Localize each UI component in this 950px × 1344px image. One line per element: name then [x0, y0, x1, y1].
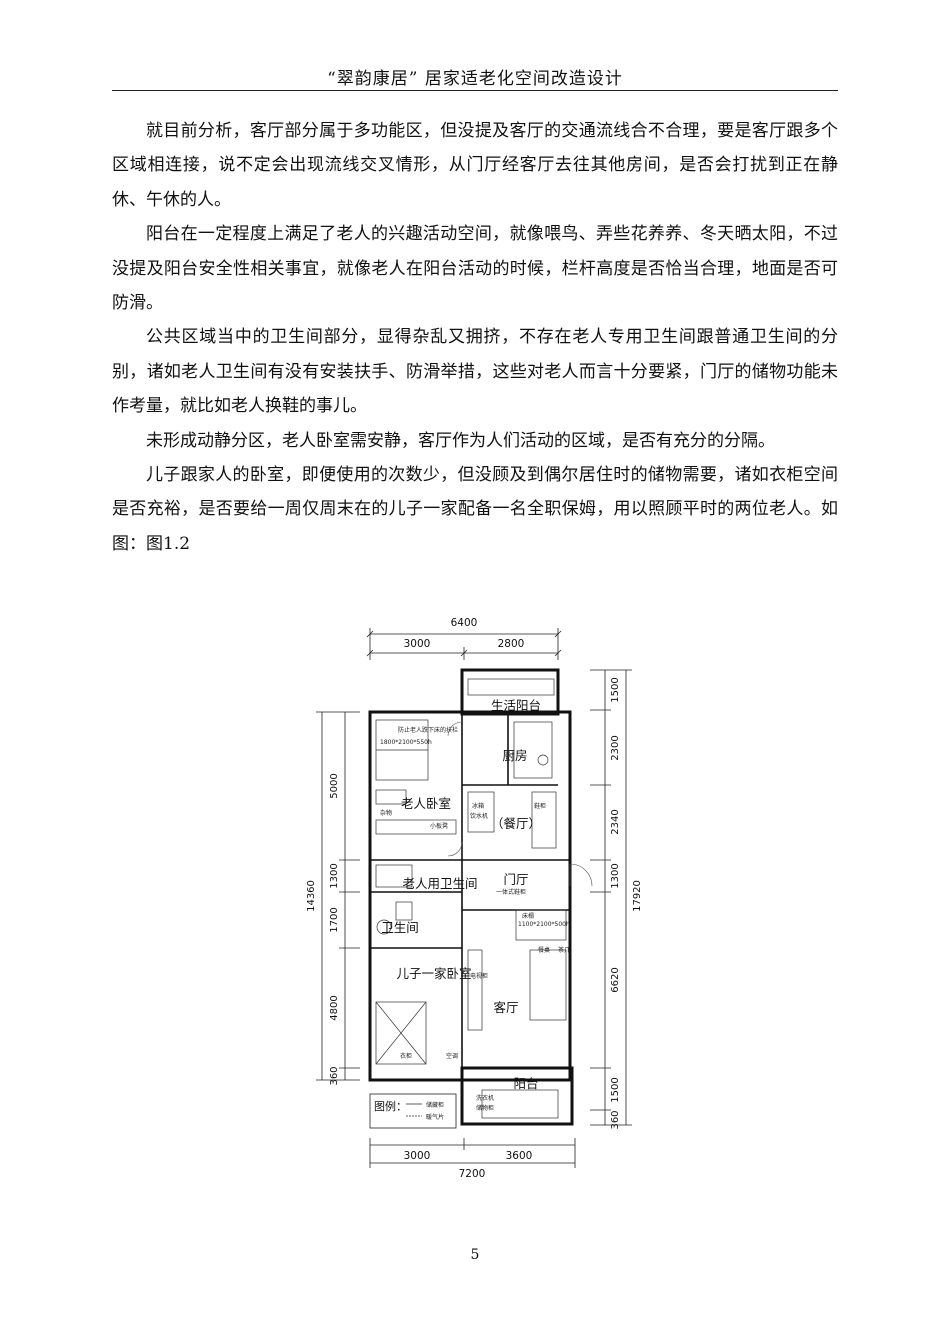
dim-left-5: 360 [329, 1066, 340, 1085]
dim-right-2: 2300 [610, 735, 621, 760]
room-foyer: 门厅 [503, 872, 528, 887]
dim-left-2: 1300 [329, 863, 340, 888]
label-water-dispenser: 饮水机 [470, 812, 488, 820]
label-aircon: 空调 [446, 1052, 458, 1060]
label-bed: 床榻 [522, 912, 534, 920]
room-bathroom: 卫生间 [381, 920, 419, 935]
room-balcony: 阳台 [513, 1076, 538, 1091]
paragraph-4: 未形成动静分区，老人卧室需安静，客厅作为人们活动的区域，是否有充分的分隔。 [146, 430, 775, 451]
body-text: 就目前分析，客厅部分属于多功能区，但没提及客厅的交通流线合不合理，要是客厅跟多个… [112, 114, 838, 561]
label-rail-note: 防止老人跌下床的扶栏 [398, 726, 458, 734]
label-storage: 储物柜 [476, 1104, 494, 1112]
dim-left-total: 14360 [306, 880, 317, 912]
dim-total-top: 6400 [451, 617, 478, 629]
label-dining-table: 餐桌 [538, 946, 550, 954]
paragraph-5: 儿子跟家人的卧室，即便使用的次数少，但没顾及到偶尔居住时的储物需要，诸如衣柜空间… [112, 465, 838, 554]
dim-right-6: 1500 [610, 1077, 621, 1102]
room-elder-bedroom: 老人卧室 [401, 796, 451, 811]
running-header: “翠韵康居” 居家适老化空间改造设计 [327, 69, 623, 89]
dim-right-total: 17920 [632, 880, 643, 912]
dim-top-right: 2800 [498, 638, 525, 650]
paragraph-1: 就目前分析，客厅部分属于多功能区，但没提及客厅的交通流线合不合理，要是客厅跟多个… [112, 121, 838, 210]
page-number: 5 [470, 1247, 480, 1263]
dim-right-1: 1500 [610, 677, 621, 702]
header-rule [112, 90, 838, 91]
label-tv-cabinet: 电视柜 [470, 972, 488, 980]
dim-right-4: 1300 [610, 863, 621, 888]
label-cabinet: 鞋柜 [534, 802, 546, 810]
label-shoe-cabinet: 一体式鞋柜 [496, 888, 526, 896]
dim-top-left: 3000 [404, 638, 431, 650]
label-son-bed-size: 1100*2100*500h [518, 921, 570, 928]
room-service-balcony: 生活阳台 [491, 698, 541, 713]
dim-right-3: 2340 [610, 809, 621, 834]
legend-item-2: 暖气片 [426, 1113, 444, 1121]
dim-bottom-left: 3000 [404, 1150, 431, 1162]
dim-right-5: 6620 [610, 967, 621, 992]
label-stool: 小板凳 [430, 822, 448, 830]
legend: 图例： 储藏柜 暖气片 [369, 1093, 457, 1129]
room-son-bedroom: 儿子一家卧室 [396, 966, 471, 981]
dim-total-bottom: 7200 [459, 1168, 486, 1180]
legend-title: 图例： [374, 1099, 407, 1113]
paragraph-3: 公共区域当中的卫生间部分，显得杂乱又拥挤，不存在老人专用卫生间跟普通卫生间的分别… [112, 327, 838, 417]
label-washer: 洗衣机 [476, 1094, 494, 1102]
paragraph-2: 阳台在一定程度上满足了老人的兴趣活动空间，就像喂鸟、弄些花养养、冬天晒太阳，不过… [112, 224, 838, 314]
label-tea-table: 茶几 [558, 946, 570, 954]
room-elder-bathroom: 老人用卫生间 [402, 876, 477, 891]
label-sundries: 杂物 [380, 809, 392, 817]
room-living: 客厅 [493, 1000, 518, 1015]
room-dining: （餐厅） [491, 816, 541, 831]
legend-item-1: 储藏柜 [426, 1101, 444, 1109]
dim-bottom-right: 3600 [506, 1150, 533, 1162]
dim-left-1: 5000 [329, 773, 340, 798]
label-wardrobe: 衣柜 [400, 1052, 412, 1060]
dim-right-7: 360 [610, 1110, 621, 1129]
dim-left-4: 4800 [329, 995, 340, 1020]
dim-left-3: 1700 [329, 907, 340, 932]
floor-plan: 6400 3000 2800 3000 3600 7200 5000 1300 … [306, 617, 643, 1180]
label-elder-bed-size: 1800*2100*550h [380, 739, 432, 746]
label-fridge: 冰箱 [472, 802, 484, 810]
room-kitchen: 厨房 [502, 748, 527, 763]
